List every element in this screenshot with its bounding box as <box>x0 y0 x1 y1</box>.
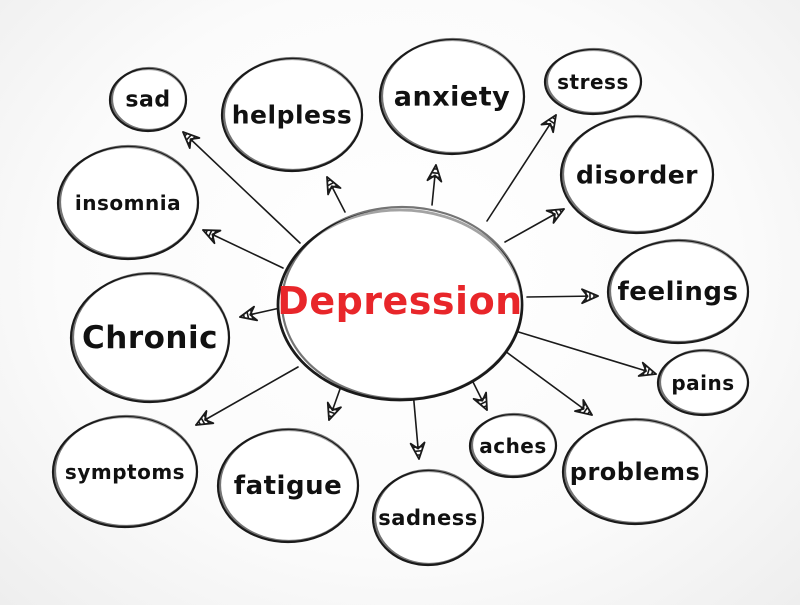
arrow-to-anxiety <box>426 164 443 206</box>
node-label-disorder: disorder <box>575 160 699 190</box>
arrow-to-disorder <box>504 208 565 243</box>
arrow-to-pains <box>511 329 657 377</box>
arrows-layer <box>182 114 657 460</box>
node-label-aches: aches <box>479 434 547 458</box>
arrow-to-chronic <box>239 305 281 322</box>
bubble-outline-disorder <box>561 114 715 234</box>
arrowhead <box>195 410 215 426</box>
arrow-to-problems <box>504 350 593 416</box>
node-label-anxiety: anxiety <box>393 81 511 113</box>
node-label-sad: sad <box>125 87 171 113</box>
node-label-chronic: Chronic <box>82 320 218 356</box>
bubble-outline-feelings <box>608 238 750 344</box>
node-label-stress: stress <box>557 70 629 94</box>
bubble-outline-helpless <box>222 56 364 172</box>
bubble-outline-fatigue <box>218 427 360 543</box>
bubble-outline-sad <box>110 66 188 132</box>
bubble-outline-aches <box>470 412 558 478</box>
bubble-outline-pains <box>658 348 750 416</box>
arrowhead <box>202 229 222 245</box>
arrow-to-feelings <box>526 288 599 305</box>
bubble-outline-chronic <box>71 271 231 403</box>
node-label-insomnia: insomnia <box>74 191 182 215</box>
bubble-outline-insomnia <box>58 144 200 260</box>
node-label-symptoms: symptoms <box>64 460 186 484</box>
arrow-to-sad <box>182 131 301 244</box>
arrowhead <box>472 391 488 411</box>
bubble-outline-symptoms <box>53 414 199 528</box>
node-label-helpless: helpless <box>231 100 353 130</box>
bubble-outline-problems <box>563 417 709 525</box>
center-bubble-outline <box>280 205 524 401</box>
arrowhead <box>545 208 565 224</box>
node-label-pains: pains <box>671 371 735 395</box>
bubble-outline-sadness <box>373 468 485 566</box>
arrowhead <box>326 176 342 196</box>
arrow-to-stress <box>486 114 557 222</box>
bubble-outline-anxiety <box>380 37 526 155</box>
node-label-sadness: sadness <box>378 506 478 530</box>
arrow-to-insomnia <box>202 229 284 269</box>
node-label-feelings: feelings <box>617 277 739 307</box>
center-label: Depression <box>277 279 523 323</box>
arrow-to-helpless <box>326 176 346 213</box>
bubble-outline-stress <box>545 47 643 115</box>
bubbles-layer <box>51 37 750 567</box>
arrow-to-sadness <box>409 390 426 460</box>
node-label-fatigue: fatigue <box>233 471 343 501</box>
arrow-to-symptoms <box>195 366 299 426</box>
node-label-problems: problems <box>569 458 701 486</box>
arrowhead <box>182 131 201 149</box>
